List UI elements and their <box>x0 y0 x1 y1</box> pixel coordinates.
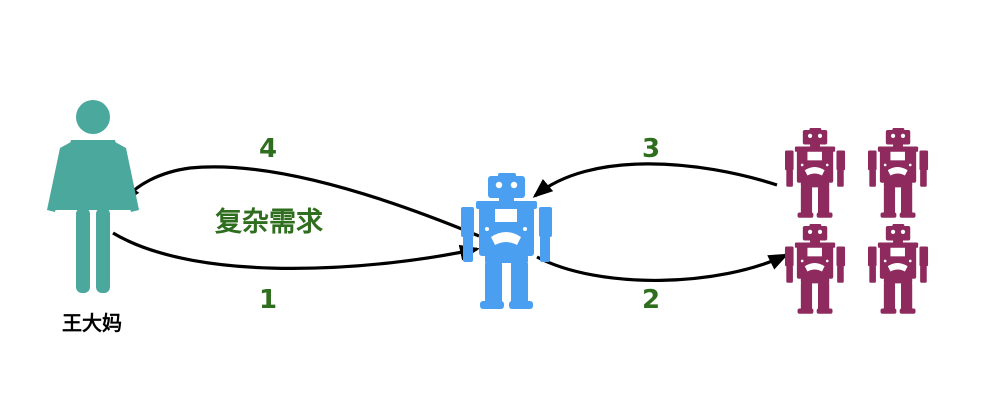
step-label-4: 4 <box>259 134 277 164</box>
request-label: 复杂需求 <box>215 207 323 238</box>
worker-robot-icon <box>868 128 929 218</box>
worker-robot-icon <box>785 224 846 314</box>
arrow-step-2 <box>536 253 789 283</box>
arrow-step-1 <box>112 231 480 270</box>
step-label-1: 1 <box>259 285 277 315</box>
arrow-step-4 <box>121 165 480 238</box>
worker-robot-icon <box>868 224 929 314</box>
step-label-2: 2 <box>642 285 660 315</box>
worker-robot-icon <box>785 128 846 218</box>
arrow-step-3 <box>532 162 778 198</box>
person-name-label: 王大妈 <box>62 311 122 335</box>
step-label-3: 3 <box>642 134 660 164</box>
woman-icon <box>47 100 139 293</box>
